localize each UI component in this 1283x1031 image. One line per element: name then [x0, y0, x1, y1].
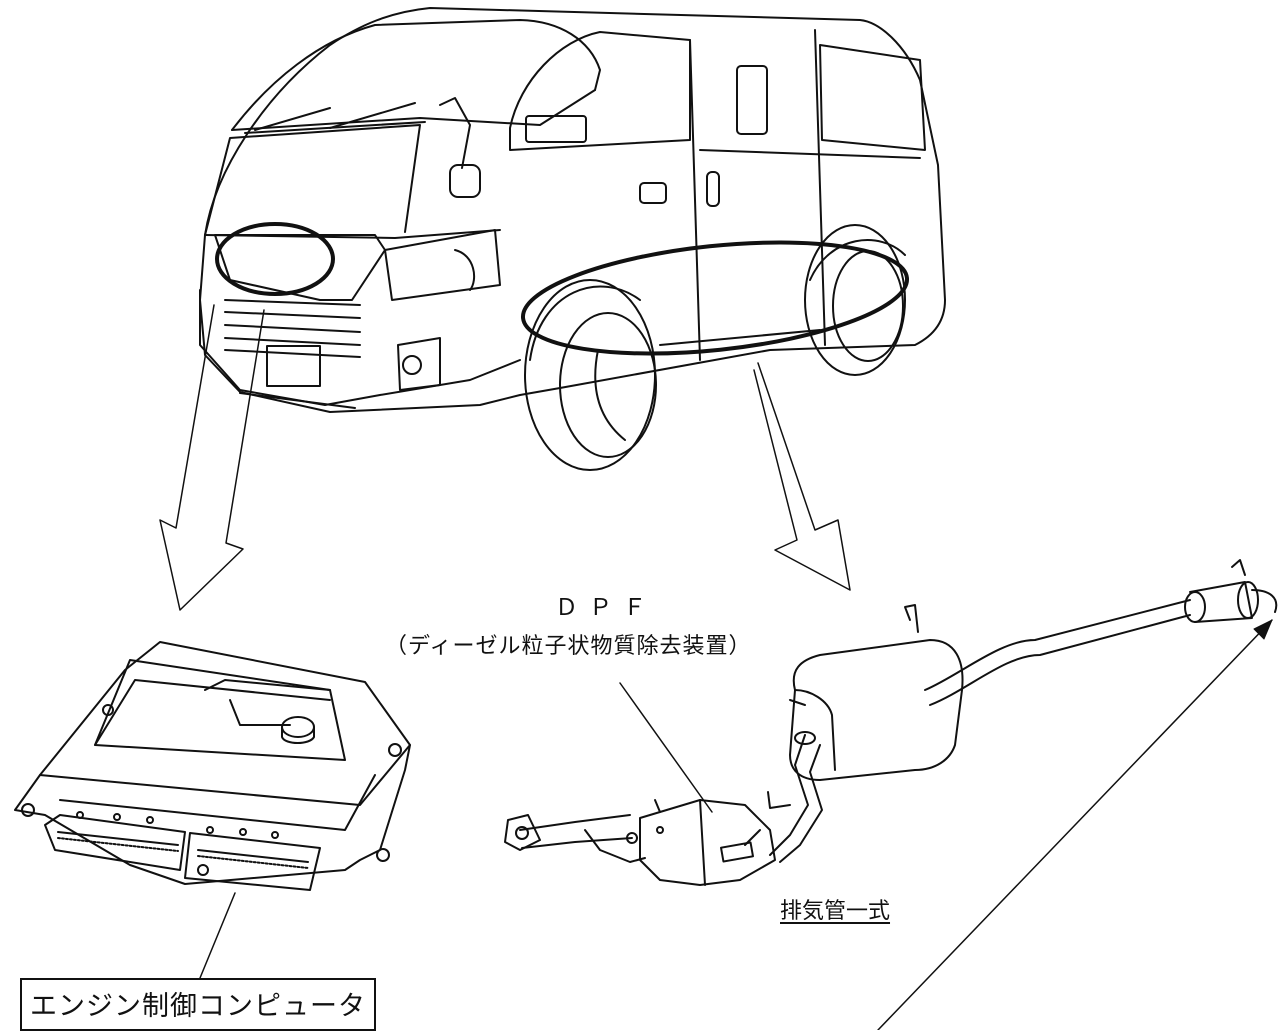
tailpipe-pointer-arrowhead [1253, 619, 1273, 640]
dpf-label: ＤＰＦ [555, 595, 657, 621]
tailpipe-pointer-line [877, 619, 1273, 1030]
engine-ecu-illustration [14, 641, 411, 891]
exhaust-system-illustration [504, 559, 1278, 886]
exhaust-assembly-label: 排気管一式 [780, 899, 891, 924]
ecu-location-highlight [215, 222, 335, 296]
exhaust-location-highlight [520, 240, 910, 356]
ecu-leader-line [199, 892, 236, 979]
dpf-leader-line [619, 682, 713, 813]
van-illustration [199, 7, 946, 471]
engine-ecu-label: エンジン制御コンピュータ [20, 978, 376, 1031]
dpf-description-label: （ディーゼル粒子状物質除去装置） [385, 634, 752, 659]
callout-arrow-ecu [159, 304, 265, 611]
callout-arrow-exhaust [753, 362, 851, 591]
